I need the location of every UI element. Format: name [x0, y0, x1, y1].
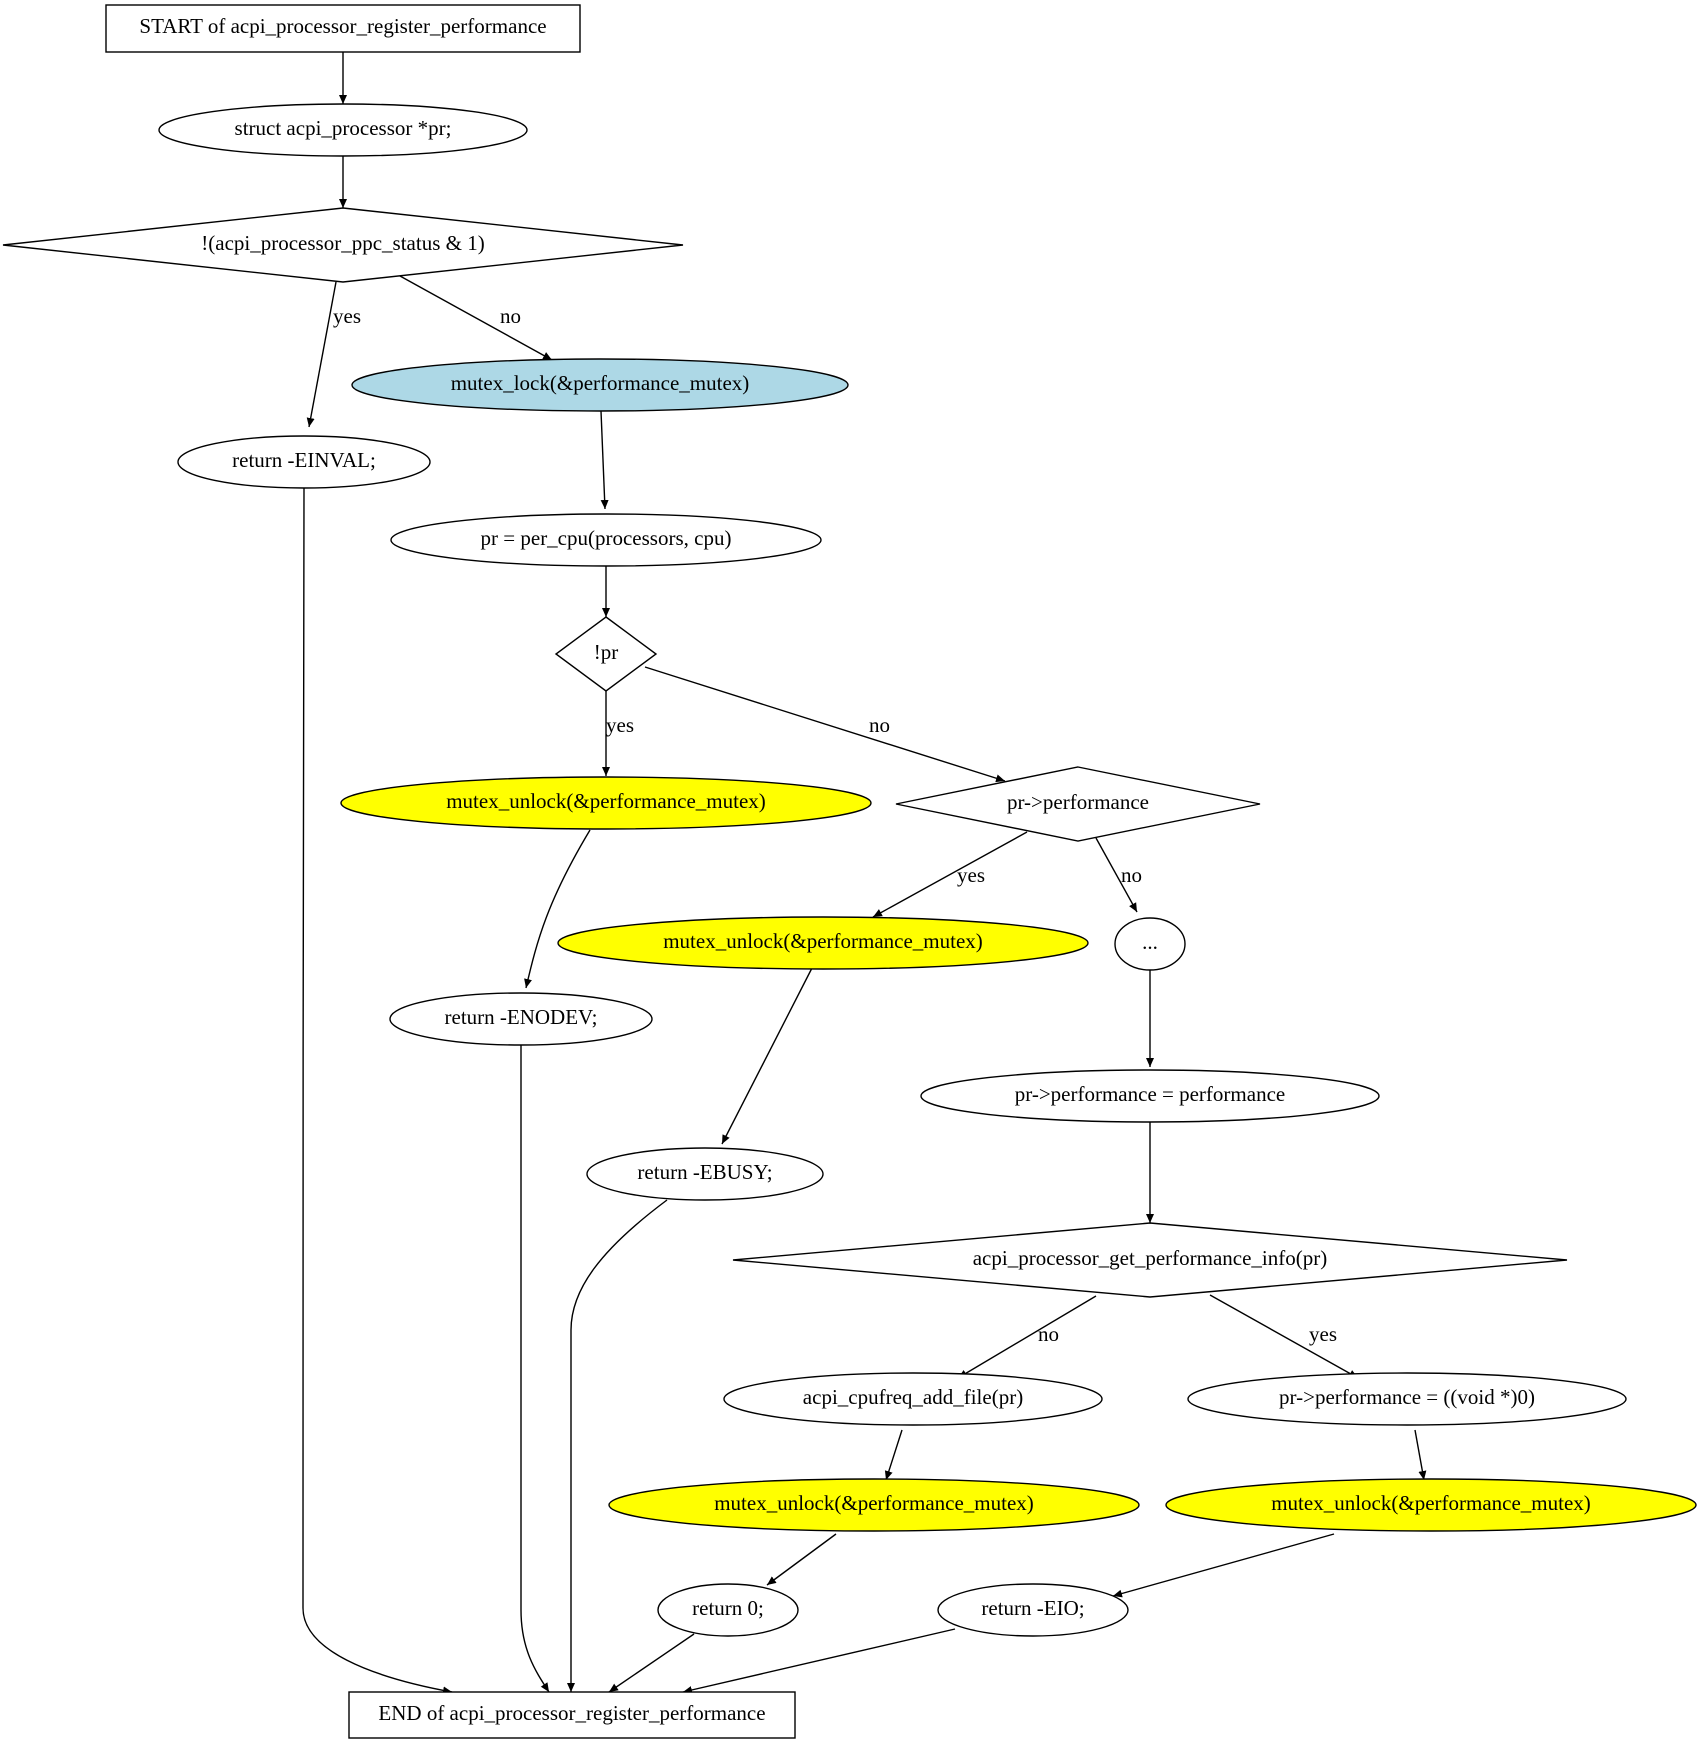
node-assign-perf: pr->performance = performance	[920, 1069, 1380, 1123]
node-cond-pr: !pr	[554, 616, 658, 692]
node-cond-info: acpi_processor_get_performance_info(pr)	[732, 1222, 1568, 1298]
edge-label-perf-no: no	[1121, 863, 1142, 887]
node-cond-ppc: !(acpi_processor_ppc_status & 1)	[2, 207, 684, 283]
edge-cond-pr-no	[644, 666, 1006, 783]
edge-label-pr-yes: yes	[606, 713, 634, 737]
unlock-2-ellipse	[557, 916, 1089, 970]
node-unlock-1: mutex_unlock(&performance_mutex)	[340, 776, 872, 830]
node-end-label: END of acpi_processor_register_performan…	[378, 1701, 765, 1725]
edge-einval-to-end	[302, 487, 453, 1695]
node-mutex-lock: mutex_lock(&performance_mutex)	[351, 358, 849, 412]
edge-cond-perf-no	[1095, 837, 1138, 913]
ret-eio-ellipse	[937, 1583, 1129, 1637]
node-per-cpu-label: pr = per_cpu(processors, cpu)	[481, 526, 732, 550]
assign-perf-ellipse	[920, 1069, 1380, 1123]
node-end: END of acpi_processor_register_performan…	[348, 1691, 796, 1739]
start-box	[105, 4, 581, 53]
cond-pr-diamond	[554, 616, 658, 692]
node-start: START of acpi_processor_register_perform…	[105, 4, 581, 53]
node-cond-ppc-label: !(acpi_processor_ppc_status & 1)	[201, 231, 484, 255]
decl-ellipse	[158, 103, 528, 157]
ret-einval-ellipse	[177, 435, 431, 489]
cond-perf-diamond	[895, 766, 1261, 842]
edge-cond-ppc-yes	[306, 281, 337, 428]
edge-unlock2-to-ebusy	[721, 967, 813, 1145]
node-unlock-3-label: mutex_unlock(&performance_mutex)	[714, 1491, 1034, 1515]
edge-cond-ppc-no	[399, 275, 553, 361]
edge-cpufreq-to-unlock3	[884, 1429, 903, 1481]
edge-label-pr-no: no	[869, 713, 890, 737]
ret-enodev-ellipse	[389, 992, 653, 1046]
unlock-3-ellipse	[608, 1478, 1140, 1532]
edge-ret0-to-end	[608, 1633, 695, 1693]
edge-label-ppc-yes: yes	[333, 304, 361, 328]
node-ret-enodev-label: return -ENODEV;	[445, 1005, 598, 1029]
nodes: START of acpi_processor_register_perform…	[2, 4, 1697, 1739]
edge-unlock3-to-ret0	[766, 1533, 837, 1586]
node-unlock-2-label: mutex_unlock(&performance_mutex)	[663, 929, 983, 953]
node-ret-ebusy-label: return -EBUSY;	[637, 1160, 772, 1184]
node-per-cpu: pr = per_cpu(processors, cpu)	[390, 513, 822, 567]
node-cond-perf: pr->performance	[895, 766, 1261, 842]
ret-0-ellipse	[657, 1583, 799, 1637]
node-decl-label: struct acpi_processor *pr;	[235, 116, 452, 140]
node-cpufreq-add-label: acpi_cpufreq_add_file(pr)	[803, 1385, 1023, 1409]
cond-info-diamond	[732, 1222, 1568, 1298]
node-unlock-3: mutex_unlock(&performance_mutex)	[608, 1478, 1140, 1532]
edges	[302, 52, 1427, 1695]
edge-cond-perf-yes	[872, 831, 1028, 918]
edge-unlock4-to-eio	[1112, 1533, 1335, 1598]
edge-ebusy-to-end	[567, 1199, 668, 1692]
node-assign-perf-label: pr->performance = performance	[1015, 1082, 1285, 1106]
unlock-1-ellipse	[340, 776, 872, 830]
node-ret-0-label: return 0;	[692, 1596, 764, 1620]
node-cond-perf-label: pr->performance	[1007, 790, 1149, 814]
node-perf-null: pr->performance = ((void *)0)	[1187, 1372, 1627, 1426]
per-cpu-ellipse	[390, 513, 822, 567]
edge-perf-null-to-unlock4	[1414, 1429, 1427, 1481]
edge-enodev-to-end	[520, 1045, 550, 1693]
edge-cond-info-no	[957, 1295, 1097, 1379]
cpufreq-add-ellipse	[723, 1372, 1103, 1426]
node-ret-ebusy: return -EBUSY;	[586, 1147, 824, 1201]
node-unlock-4-label: mutex_unlock(&performance_mutex)	[1271, 1491, 1591, 1515]
edge-label-perf-yes: yes	[957, 863, 985, 887]
end-box	[348, 1691, 796, 1739]
unlock-4-ellipse	[1165, 1478, 1697, 1532]
ellipsis-ellipse	[1114, 917, 1186, 971]
ret-ebusy-ellipse	[586, 1147, 824, 1201]
node-cond-pr-label: !pr	[594, 640, 619, 664]
node-ret-0: return 0;	[657, 1583, 799, 1637]
edge-labels: yes no yes no yes no no yes	[333, 304, 1337, 1346]
node-perf-null-label: pr->performance = ((void *)0)	[1279, 1385, 1535, 1409]
edge-lock-to-per-cpu	[600, 410, 609, 510]
edge-eio-to-end	[682, 1628, 956, 1694]
node-cpufreq-add: acpi_cpufreq_add_file(pr)	[723, 1372, 1103, 1426]
mutex-lock-ellipse	[351, 358, 849, 412]
node-ellipsis: ...	[1114, 917, 1186, 971]
edge-label-info-yes: yes	[1309, 1322, 1337, 1346]
node-decl: struct acpi_processor *pr;	[158, 103, 528, 157]
node-cond-info-label: acpi_processor_get_performance_info(pr)	[973, 1246, 1328, 1270]
edge-unlock1-to-enodev	[524, 829, 591, 989]
edge-label-ppc-no: no	[500, 304, 521, 328]
node-ret-enodev: return -ENODEV;	[389, 992, 653, 1046]
node-unlock-4: mutex_unlock(&performance_mutex)	[1165, 1478, 1697, 1532]
node-ellipsis-label: ...	[1142, 930, 1158, 954]
node-ret-eio: return -EIO;	[937, 1583, 1129, 1637]
node-unlock-2: mutex_unlock(&performance_mutex)	[557, 916, 1089, 970]
node-unlock-1-label: mutex_unlock(&performance_mutex)	[446, 789, 766, 813]
cond-ppc-diamond	[2, 207, 684, 283]
edge-label-info-no: no	[1038, 1322, 1059, 1346]
perf-null-ellipse	[1187, 1372, 1627, 1426]
edge-cond-info-yes	[1209, 1294, 1359, 1379]
node-mutex-lock-label: mutex_lock(&performance_mutex)	[451, 371, 750, 395]
node-ret-einval: return -EINVAL;	[177, 435, 431, 489]
node-ret-eio-label: return -EIO;	[981, 1596, 1084, 1620]
node-start-label: START of acpi_processor_register_perform…	[139, 14, 546, 38]
node-ret-einval-label: return -EINVAL;	[232, 448, 376, 472]
